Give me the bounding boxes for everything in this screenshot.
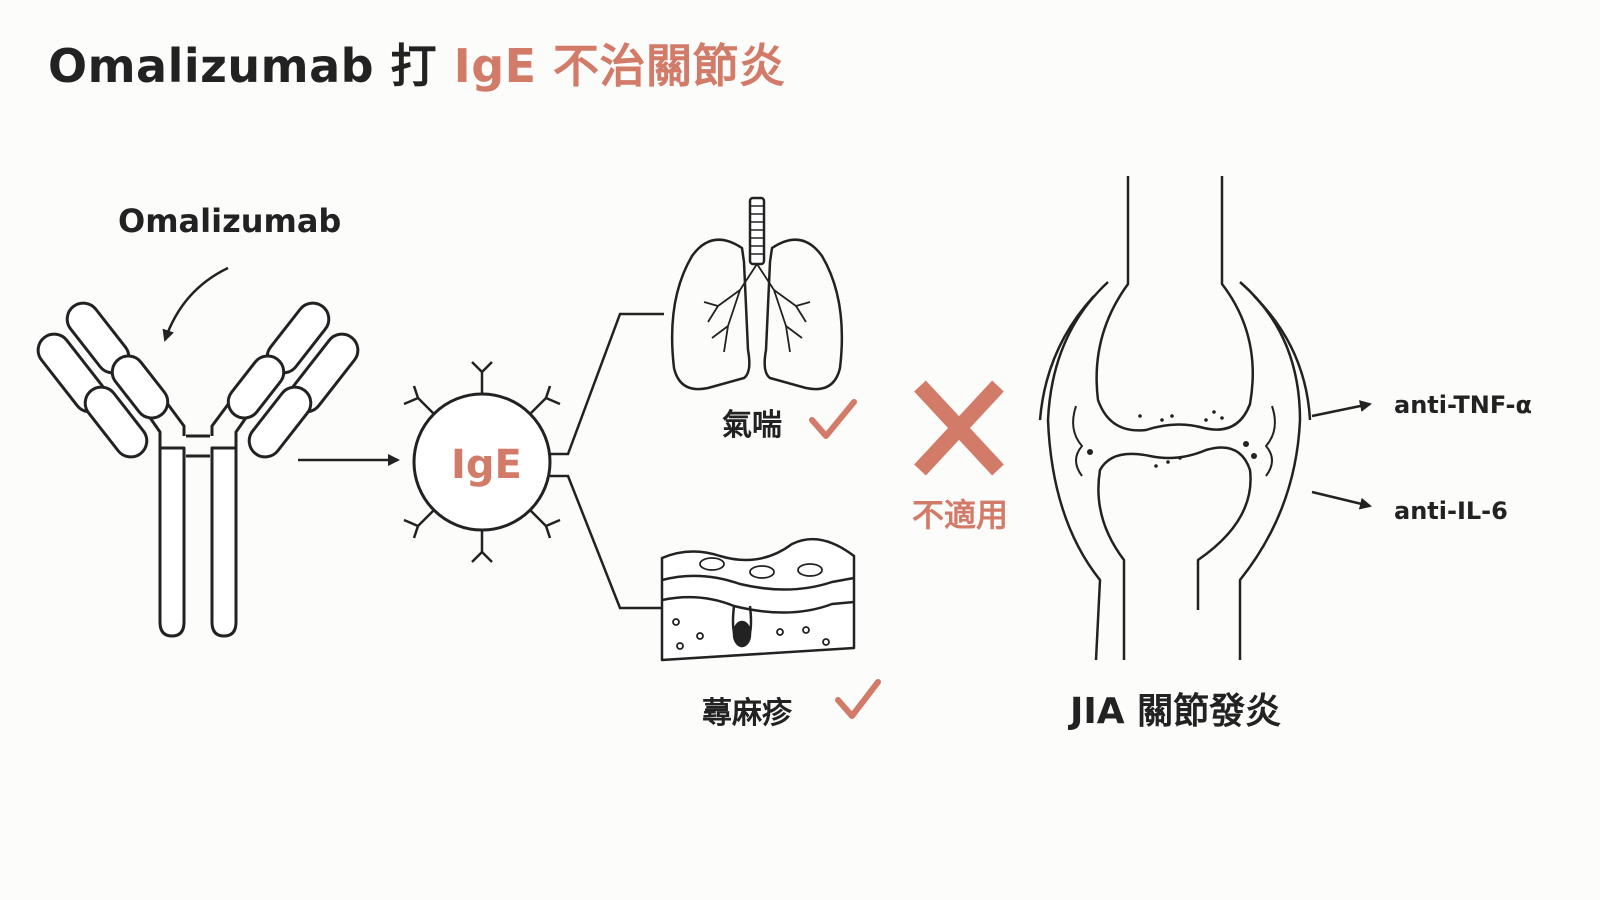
therapy-anti-il6: anti-IL-6 (1394, 497, 1508, 525)
label-pointer-arrow (162, 266, 229, 342)
asthma-check-icon (809, 399, 857, 439)
lungs-icon (670, 196, 844, 391)
branch-to-lungs (550, 312, 664, 456)
title-accent-part: IgE 不治關節炎 (453, 39, 786, 93)
page-title: Omalizumab 打 IgE 不治關節炎 (48, 30, 786, 96)
ige-label: IgE (451, 442, 522, 488)
antibody-icon (36, 301, 360, 638)
hives-check-icon (835, 679, 881, 719)
antibody-label: Omalizumab (118, 202, 342, 240)
asthma-label: 氣喘 (722, 408, 782, 443)
arrow-to-anti-tnf (1311, 400, 1372, 418)
branch-to-skin (550, 474, 664, 610)
not-applicable-label: 不適用 (912, 496, 1009, 534)
title-drug-part: Omalizumab 打 (48, 39, 454, 93)
knee-joint-icon (1038, 176, 1312, 661)
jia-label: JIA 關節發炎 (1070, 691, 1282, 732)
therapy-anti-tnf: anti-TNF-α (1394, 391, 1532, 419)
hives-label: 蕁麻疹 (702, 696, 792, 731)
ige-molecule-icon (403, 361, 561, 563)
skin-section-icon (660, 537, 856, 662)
arrow-to-anti-il6 (1311, 490, 1372, 510)
x-cross-icon (914, 380, 1004, 476)
